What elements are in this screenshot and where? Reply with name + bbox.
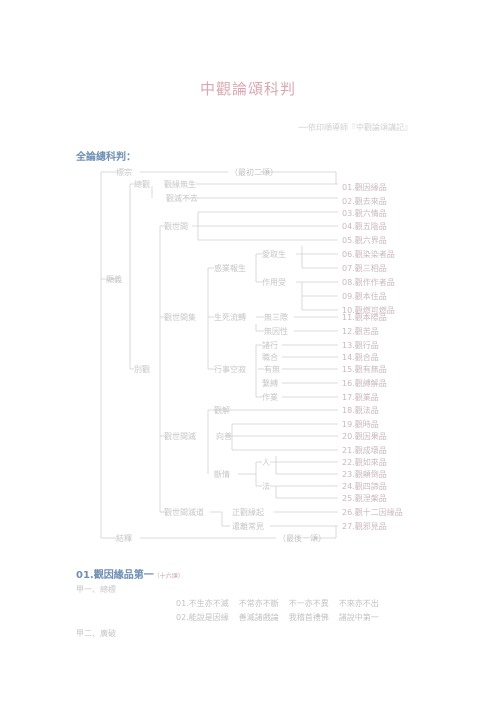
node-aiqu-sheng: 愛取生 xyxy=(262,249,286,259)
verse-02-line-2: 善滅諸戲論 xyxy=(238,613,279,622)
chapter-07: 07.觀三相品 xyxy=(342,263,387,273)
node-guan-shijian-ji: 觀世間集 xyxy=(164,312,196,322)
node-guanjie: 觀解 xyxy=(214,405,230,415)
node-zuoyong-shou: 作用受 xyxy=(262,277,286,287)
chapter-09: 09.觀本住品 xyxy=(342,291,387,301)
node-wu-sanji: 無三際 xyxy=(264,312,288,322)
node-guan-shijian: 觀世間 xyxy=(164,221,188,231)
verse-01: 01.不生亦不滅不常亦不斷不一亦不異不來亦不出 xyxy=(176,598,389,609)
verse-01-line-4: 不來亦不出 xyxy=(338,599,379,608)
chapter-08: 08.觀作作者品 xyxy=(342,277,395,287)
verse-02-line-1: 02.能說是因緣 xyxy=(176,613,229,622)
node-wu-yinxing: 無因性 xyxy=(264,326,288,336)
chapter-20: 20.觀因果品 xyxy=(342,431,387,441)
chapter1-heading: 01.觀因緣品第一（十六頌） xyxy=(76,566,184,581)
chapter-19: 19.觀時品 xyxy=(342,419,379,429)
chapter-27: 27.觀邪見品 xyxy=(342,521,387,531)
chapter-14: 14.觀合品 xyxy=(342,352,379,362)
verse-01-line-2: 不常亦不斷 xyxy=(238,599,279,608)
node-jieshi: 結釋 xyxy=(116,533,132,543)
node-guanmie-buqu: 觀滅不去 xyxy=(166,193,198,203)
chapter-16: 16.觀縛解品 xyxy=(342,378,387,388)
node-zuoye: 作業 xyxy=(262,392,278,402)
document-title: 中觀論頌科判 xyxy=(199,80,296,98)
chapter-23: 23.觀顛倒品 xyxy=(342,469,387,479)
node-ren: 人 xyxy=(262,458,270,467)
node-guanyuan-wusheng: 觀緣無生 xyxy=(164,179,196,189)
node-guan-shijian-miedao: 觀世間滅道 xyxy=(164,507,204,517)
chapter-12: 12.觀苦品 xyxy=(342,326,379,336)
chapter-24: 24.觀四諦品 xyxy=(342,481,387,491)
node-zhihe: 職合 xyxy=(262,352,278,362)
node-huoye-baosheng: 惑業報生 xyxy=(214,263,246,273)
node-xiangshan: 向善 xyxy=(216,431,232,441)
chapter-25: 25.觀涅槃品 xyxy=(342,493,387,503)
verse-02-line-4: 諸說中第一 xyxy=(338,613,379,622)
node-first-two-verses: （最初二頌） xyxy=(230,167,278,177)
chapter-22: 22.觀如來品 xyxy=(342,457,387,467)
chapter1-verse-count: （十六頌） xyxy=(153,573,184,580)
chapter-02: 02.觀去來品 xyxy=(342,196,387,206)
part-zongbiao: 甲一、總標 xyxy=(76,585,116,594)
node-guan-shijian-mie: 觀世間滅 xyxy=(164,431,196,441)
chapter-03: 03.觀六情品 xyxy=(342,208,387,218)
chapter-01: 01.觀因緣品 xyxy=(342,182,387,192)
chapter-21: 21.觀成壞品 xyxy=(342,445,387,455)
chapter-15: 15.觀有無品 xyxy=(342,364,387,374)
chapter1-title: 01.觀因緣品第一 xyxy=(76,570,154,581)
node-bieguan: 別觀 xyxy=(134,364,150,374)
node-zongguan: 總觀 xyxy=(134,179,150,189)
node-duanqing: 斷情 xyxy=(214,469,230,479)
chapter-list: 01.觀因緣品 02.觀去來品 03.觀六情品 04.觀五陰品 05.觀六界品 … xyxy=(342,182,403,531)
chapter-04: 04.觀五陰品 xyxy=(342,221,387,231)
outline-lines xyxy=(100,171,338,539)
part-guangpo: 甲二、廣破 xyxy=(76,629,116,638)
node-fa: 法 xyxy=(262,481,270,491)
document-subtitle: ──依印順導師『中觀論頌講記』 xyxy=(298,123,412,132)
chapter-17: 17.觀業品 xyxy=(342,392,379,402)
verse-01-line-1: 01.不生亦不滅 xyxy=(176,599,229,608)
node-xianyi: 顯義 xyxy=(106,274,122,284)
node-youwu: 有無 xyxy=(264,364,280,374)
verse-02: 02.能說是因緣善滅諸戲論我稽首禮佛諸說中第一 xyxy=(176,612,389,623)
node-zhuxing: 諸行 xyxy=(262,340,278,350)
chapter-18: 18.觀法品 xyxy=(342,405,379,415)
node-xifu: 繫縛 xyxy=(262,378,278,388)
node-zhengguan-yuanqi: 正觀緣起 xyxy=(232,507,264,517)
verse-02-line-3: 我稽首禮佛 xyxy=(288,613,329,622)
node-biaozong: 標宗 xyxy=(116,167,132,177)
chapter-26: 26.觀十二因緣品 xyxy=(342,507,403,517)
chapter-13: 13.觀行品 xyxy=(342,340,379,350)
node-last-verse: （最後一頌） xyxy=(278,533,326,543)
chapter-11: 11.觀本際品 xyxy=(342,312,387,322)
chapter-06: 06.觀染染者品 xyxy=(342,249,395,259)
chapter-10: 10.觀燃可燃品 xyxy=(342,305,395,315)
node-qianli-changjian: 遣離常見 xyxy=(232,521,264,531)
node-shengsi-liuzhuan: 生死流轉 xyxy=(214,312,246,322)
node-xingshi-kongji: 行事空寂 xyxy=(214,364,246,374)
section-heading: 全論總科判： xyxy=(76,152,136,163)
chapter-05: 05.觀六界品 xyxy=(342,235,387,245)
verse-01-line-3: 不一亦不異 xyxy=(288,599,329,608)
